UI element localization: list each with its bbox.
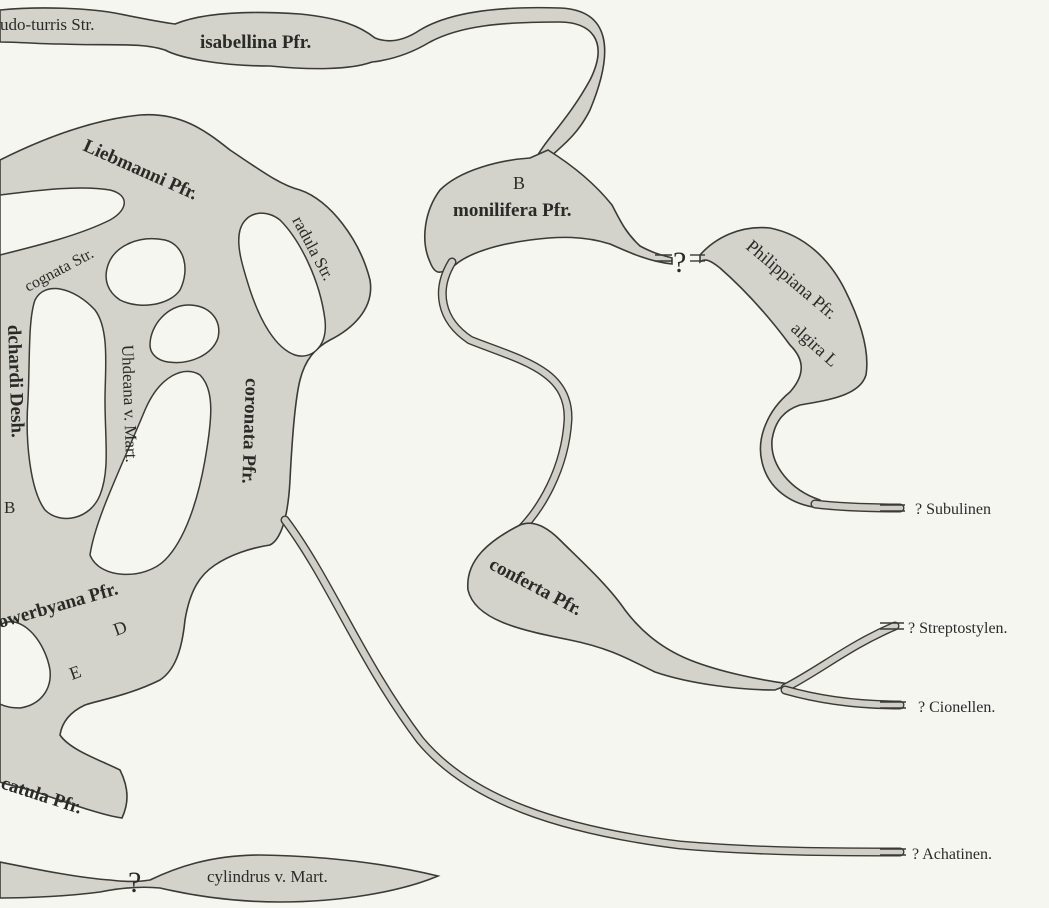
hole-4 (149, 304, 220, 364)
label-dejahardi: dchardi Desh. (3, 324, 28, 438)
label-coronata: coronata Pfr. (237, 378, 262, 484)
label-cylindrus: cylindrus v. Mart. (207, 867, 328, 886)
node-conferta (467, 522, 794, 691)
hole-5 (89, 370, 212, 576)
label-isabellina: isabellina Pfr. (200, 32, 311, 53)
node-cylindrus (0, 854, 441, 903)
label-uhdeana: Uhdeana v. Mart. (118, 344, 141, 462)
branch-achatinen (280, 515, 905, 857)
label-streptostylen: ? Streptostylen. (908, 620, 1008, 637)
label-pseudo-turris: udo-turris Str. (0, 15, 94, 34)
label-achatinen: ? Achatinen. (912, 846, 992, 863)
label-dejahardi-letter: B (4, 498, 15, 517)
label-subulinen: ? Subulinen (915, 501, 991, 518)
hole-1 (0, 187, 125, 256)
label-monilifera-letter: B (513, 173, 525, 193)
label-cionellen: ? Cionellen. (918, 699, 995, 716)
question-mark-lower: ? (128, 866, 141, 899)
hole-7 (0, 621, 51, 709)
hole-2 (26, 287, 107, 520)
hole-3 (105, 238, 186, 306)
node-philippiana (699, 226, 868, 509)
question-mark-upper: ? (673, 246, 686, 279)
endpoint-ticks (655, 254, 906, 856)
node-monilifera (424, 149, 673, 273)
label-letter-d: D (111, 617, 130, 640)
label-monilifera: monilifera Pfr. (453, 200, 572, 221)
hole-6 (238, 212, 327, 357)
